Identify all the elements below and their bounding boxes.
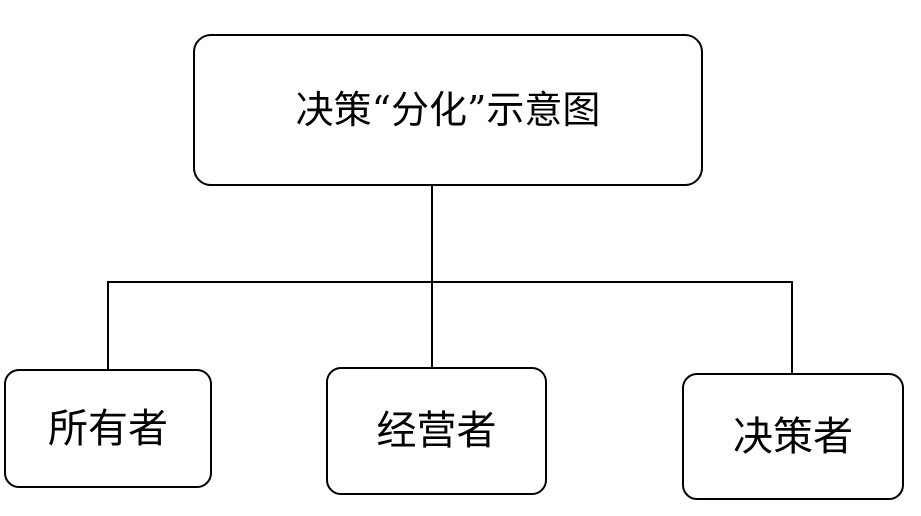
operator-node-label: 经营者 (376, 408, 497, 454)
diagram-node-root: 决策“分化”示意图 (193, 34, 703, 186)
owner-node-label: 所有者 (48, 405, 168, 452)
connector-root-stem (431, 186, 433, 282)
diagram-node-decider: 决策者 (682, 373, 904, 500)
connector-drop-operator (431, 281, 433, 368)
connector-drop-decider (791, 281, 793, 374)
diagram-node-owner: 所有者 (4, 369, 212, 488)
decider-node-label: 决策者 (733, 413, 853, 460)
connector-drop-owner (107, 281, 109, 370)
diagram-node-operator: 经营者 (326, 367, 547, 495)
connector-horizontal-rail (107, 281, 793, 283)
root-node-label: 决策“分化”示意图 (295, 87, 601, 132)
